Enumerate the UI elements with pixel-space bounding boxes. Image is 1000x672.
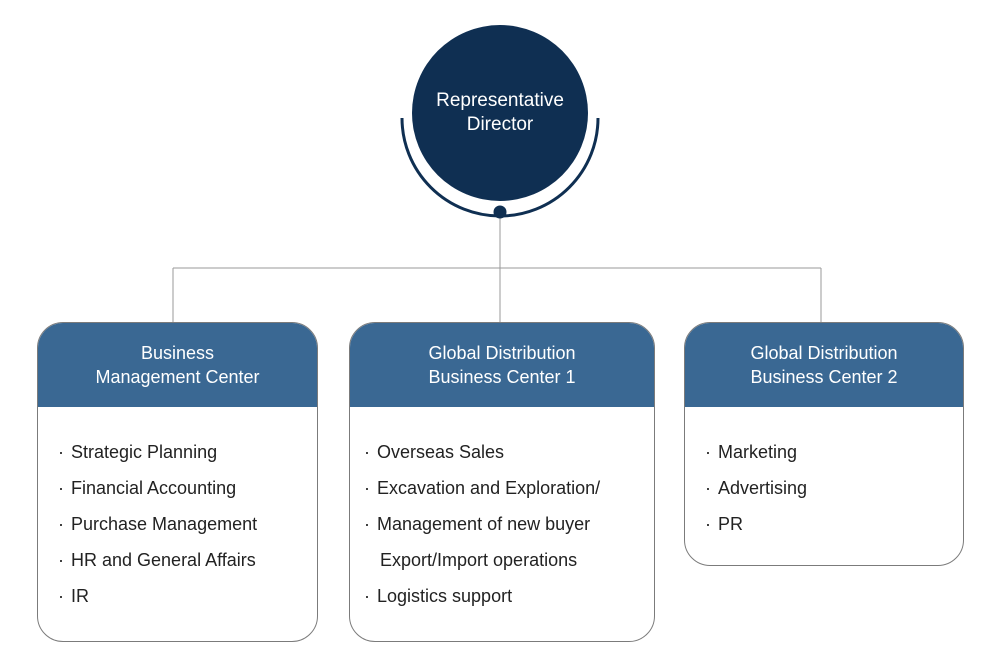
center-title: Business Management Center bbox=[95, 342, 260, 387]
center-title: Global Distribution Business Center 2 bbox=[750, 342, 898, 387]
item-text: Marketing bbox=[718, 442, 798, 462]
bullet: · bbox=[58, 550, 64, 570]
item-text: Excavation and Exploration/ bbox=[377, 478, 601, 498]
list-item: · HR and General Affairs bbox=[38, 542, 317, 578]
item-text: PR bbox=[718, 514, 744, 534]
list-item: · Overseas Sales bbox=[350, 434, 654, 470]
bullet: · bbox=[705, 514, 711, 534]
business-management-center-box: Business Management Center · Strategic Pl… bbox=[37, 322, 318, 642]
bullet: · bbox=[364, 514, 370, 534]
list-item: · Financial Accounting bbox=[38, 470, 317, 506]
list-item: · PR bbox=[685, 506, 963, 542]
list-item: · Management of new buyer bbox=[350, 506, 654, 542]
box-body: · Overseas Sales · Excavation and Explorat… bbox=[350, 406, 654, 614]
global-distribution-center-1-box: Global Distribution Business Center 1 · O… bbox=[349, 322, 655, 642]
box-body: · Strategic Planning · Financial Accountin… bbox=[38, 406, 317, 614]
bullet: · bbox=[705, 478, 711, 498]
box-header: Global Distribution Business Center 2 bbox=[685, 323, 963, 406]
item-text: IR bbox=[71, 586, 89, 606]
box-header: Business Management Center bbox=[38, 323, 317, 406]
connector-dot bbox=[493, 205, 507, 219]
item-text: Export/Import operations bbox=[380, 550, 578, 570]
bullet: · bbox=[705, 442, 711, 462]
director-title: Representative Director bbox=[436, 90, 564, 135]
bullet: · bbox=[364, 478, 370, 498]
bullet: · bbox=[58, 442, 64, 462]
item-text: Advertising bbox=[718, 478, 808, 498]
list-item: · Strategic Planning bbox=[38, 434, 317, 470]
bullet: · bbox=[364, 442, 370, 462]
list-item: · Marketing bbox=[685, 434, 963, 470]
global-distribution-center-2-box: Global Distribution Business Center 2 · M… bbox=[684, 322, 964, 566]
item-text: Strategic Planning bbox=[71, 442, 218, 462]
bullet: · bbox=[58, 478, 64, 498]
item-text: Management of new buyer bbox=[377, 514, 591, 534]
list-item: · Advertising bbox=[685, 470, 963, 506]
bullet: · bbox=[58, 514, 64, 534]
item-text: Purchase Management bbox=[71, 514, 258, 534]
list-item: · Excavation and Exploration/ bbox=[350, 470, 654, 506]
bullet: · bbox=[58, 586, 64, 606]
item-text: Financial Accounting bbox=[71, 478, 237, 498]
center-title: Global Distribution Business Center 1 bbox=[428, 342, 576, 387]
list-item-continuation: Export/Import operations bbox=[350, 542, 654, 578]
box-body: · Marketing · Advertising · PR bbox=[685, 406, 963, 542]
list-item: · Purchase Management bbox=[38, 506, 317, 542]
representative-director-node: Representative Director bbox=[412, 25, 588, 201]
bullet: · bbox=[364, 586, 370, 606]
box-header: Global Distribution Business Center 1 bbox=[350, 323, 654, 406]
item-text: Logistics support bbox=[377, 586, 513, 606]
item-text: Overseas Sales bbox=[377, 442, 505, 462]
list-item: · IR bbox=[38, 578, 317, 614]
item-text: HR and General Affairs bbox=[71, 550, 256, 570]
list-item: · Logistics support bbox=[350, 578, 654, 614]
